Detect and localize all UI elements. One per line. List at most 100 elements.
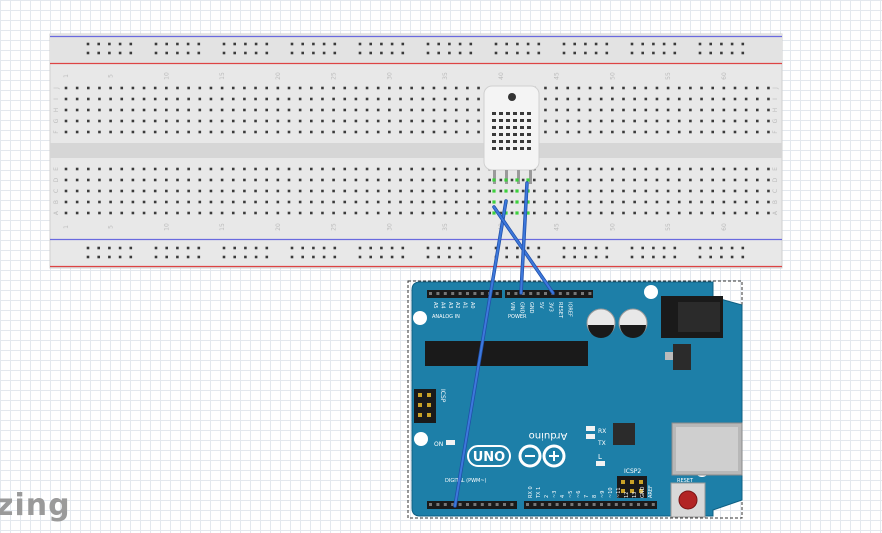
rail-hole <box>641 42 644 46</box>
breadboard-hole <box>432 108 436 112</box>
breadboard-hole <box>644 97 648 101</box>
header-pin <box>466 503 469 506</box>
breadboard-hole <box>354 200 358 204</box>
sensor-housing <box>483 85 540 171</box>
grille-slot <box>513 147 517 150</box>
breadboard-hole <box>310 108 313 112</box>
breadboard-hole <box>231 189 235 193</box>
breadboard-hole <box>666 178 670 182</box>
breadboard-hole <box>477 178 480 182</box>
rail-hole <box>673 51 677 55</box>
breadboard-hole <box>544 211 547 215</box>
breadboard-hole <box>454 86 458 90</box>
board-label: ANALOG IN <box>432 314 460 320</box>
header-pin <box>651 503 655 506</box>
breadboard-hole <box>677 200 681 204</box>
reset-button[interactable] <box>670 482 706 518</box>
rail-hole <box>333 246 337 250</box>
breadboard-hole <box>700 130 703 134</box>
header-pin <box>507 292 510 295</box>
rail-hole <box>662 51 666 55</box>
grille-slot <box>513 126 517 129</box>
breadboard-hole <box>310 211 313 215</box>
wires[interactable] <box>453 181 555 508</box>
breadboard-hole <box>365 108 369 112</box>
breadboard-hole <box>677 189 681 193</box>
rail-hole <box>662 246 666 250</box>
rail-hole <box>594 246 598 250</box>
breadboard-hole <box>722 189 726 193</box>
breadboard-hole <box>443 130 447 134</box>
breadboard-hole <box>187 86 190 90</box>
breadboard-hole <box>87 97 90 101</box>
breadboard-hole <box>298 86 302 90</box>
board-label: A0 <box>469 302 475 309</box>
rail-hole <box>186 255 190 259</box>
breadboard-hole <box>354 108 358 112</box>
breadboard-hole <box>454 130 458 134</box>
rail-hole <box>662 42 666 46</box>
breadboard-hole <box>756 178 759 182</box>
brand-label: Arduino <box>529 430 568 441</box>
breadboard-hole <box>722 211 726 215</box>
rail-hole <box>437 42 440 46</box>
breadboard-hole <box>689 119 692 123</box>
breadboard-hole <box>64 200 68 204</box>
rail-hole <box>584 42 587 46</box>
breadboard-hole <box>466 167 469 171</box>
breadboard-hole <box>733 200 737 204</box>
rail-hole <box>244 255 247 259</box>
icsp-pin <box>427 403 431 407</box>
rail-hole <box>358 246 362 250</box>
rail-hole <box>562 255 566 259</box>
model-label: UNO <box>473 450 506 465</box>
breadboard-hole <box>410 86 413 90</box>
breadboard-hole <box>254 130 257 134</box>
breadboard-hole <box>176 108 179 112</box>
breadboard-hole <box>655 167 659 171</box>
breadboard-hole <box>321 108 324 112</box>
breadboard-hole <box>443 167 447 171</box>
breadboard-hole <box>767 86 770 90</box>
icsp2-pin <box>621 480 625 484</box>
header-pin <box>573 292 577 295</box>
column-number: 15 <box>219 72 226 80</box>
rail-hole <box>176 51 179 55</box>
breadboard-hole <box>588 178 592 182</box>
rail-hole <box>244 51 247 55</box>
grille-slot <box>499 126 503 129</box>
rail-hole <box>458 255 462 259</box>
rail-hole <box>401 42 405 46</box>
rail-hole <box>165 51 168 55</box>
rail-hole <box>197 255 201 259</box>
breadboard-hole <box>276 86 280 90</box>
board-label: GND <box>640 486 646 498</box>
breadboard-hole <box>700 189 703 193</box>
breadboard-hole <box>220 97 224 101</box>
breadboard-hole <box>343 167 347 171</box>
board-label: 2 <box>544 495 550 498</box>
breadboard-hole <box>287 97 291 101</box>
breadboard-hole <box>588 189 592 193</box>
rail-hole <box>390 51 394 55</box>
breadboard-hole <box>588 119 592 123</box>
column-number: 60 <box>721 72 728 80</box>
rail-hole <box>437 255 440 259</box>
dht-sensor[interactable] <box>483 85 540 215</box>
breadboard-hole <box>332 189 335 193</box>
icsp-pin <box>418 413 422 417</box>
rail-hole <box>584 246 587 250</box>
breadboard-hole <box>644 211 648 215</box>
breadboard-hole <box>466 200 469 204</box>
rail-hole <box>526 42 530 46</box>
rail-hole <box>401 246 405 250</box>
rail-hole <box>494 42 498 46</box>
breadboard-hole <box>276 119 280 123</box>
breadboard-hole <box>521 178 525 182</box>
breadboard-hole <box>421 167 425 171</box>
breadboard-hole <box>231 108 235 112</box>
rail-hole <box>594 42 598 46</box>
